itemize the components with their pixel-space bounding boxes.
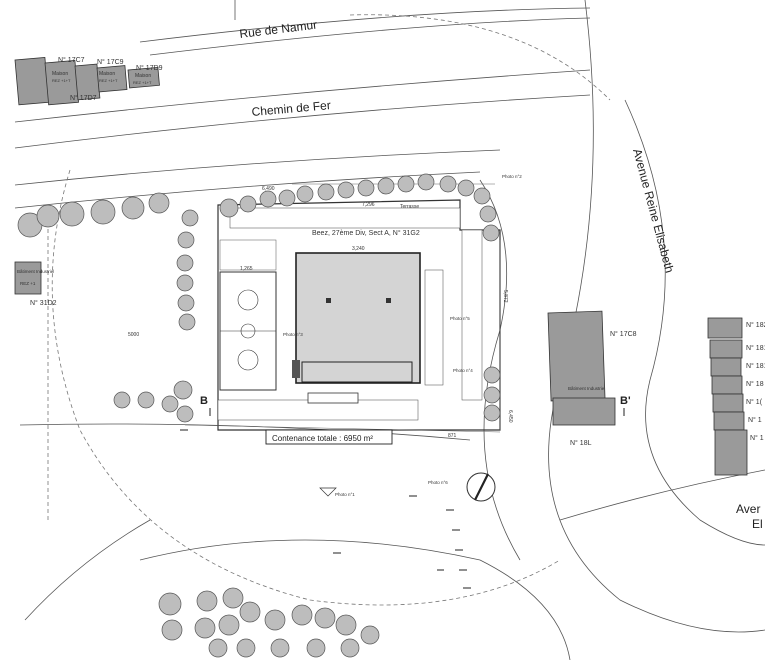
house-label: REZ +1+T bbox=[133, 80, 152, 85]
path-markers bbox=[180, 429, 471, 589]
photo-label: Photo n°5 bbox=[450, 316, 470, 321]
parking-right bbox=[461, 229, 483, 401]
photo-label: Photo n°2 bbox=[502, 174, 522, 179]
road-label-avenue-cut-2: El bbox=[752, 517, 763, 531]
house-label: REZ +1+T bbox=[99, 78, 118, 83]
north-arrow bbox=[466, 472, 496, 502]
industrial-left bbox=[14, 261, 42, 295]
dimension-label: 3,240 bbox=[352, 246, 365, 252]
house-label: Maison bbox=[52, 71, 68, 77]
dimension-label: 871 bbox=[448, 433, 457, 439]
photo-label: Photo n°3 bbox=[283, 332, 303, 337]
road-label-chemin-fer: Chemin de Fer bbox=[251, 98, 331, 119]
site-boundary bbox=[184, 199, 501, 433]
industrial-left-rez: REZ +1 bbox=[20, 281, 36, 286]
parking-mid bbox=[424, 269, 444, 386]
house-label: REZ +1+T bbox=[52, 78, 71, 83]
address-17c7: N° 17C7 bbox=[58, 56, 85, 64]
industrial-right-label: Bâtiment Industriel bbox=[568, 386, 605, 391]
photo-label: Photo n°6 bbox=[428, 480, 448, 485]
dimension-label: 5000 bbox=[128, 332, 139, 338]
address-17c8: N° 17C8 bbox=[610, 330, 637, 338]
address-right: N° 1( bbox=[746, 398, 763, 406]
address-right: N° 18 bbox=[746, 380, 764, 388]
photo-marker bbox=[319, 487, 337, 497]
address-18l: N° 18L bbox=[570, 439, 592, 447]
house-label: Maison bbox=[99, 71, 115, 77]
photo-label: Photo n°4 bbox=[453, 368, 473, 373]
house-label: Maison bbox=[135, 73, 151, 79]
trees bbox=[17, 173, 501, 658]
parking-top bbox=[229, 207, 461, 229]
address-right: N° 1 bbox=[750, 434, 764, 442]
road-label-avenue-reine: Avenue Reine Elisabeth bbox=[630, 147, 677, 274]
dimension-label: 1,265 bbox=[240, 266, 253, 272]
address-right: N° 1 bbox=[748, 416, 762, 424]
dimension-label: 5,872 bbox=[502, 290, 508, 303]
address-17d9: N° 17D9 bbox=[136, 64, 163, 72]
terrace-block bbox=[307, 392, 359, 404]
industrial-right bbox=[547, 310, 616, 426]
address-right: N° 182 bbox=[746, 321, 765, 329]
section-marker-b: B bbox=[200, 395, 208, 407]
sports-hall bbox=[292, 252, 421, 384]
houses-right bbox=[707, 317, 748, 476]
dimension-label: 7,296 bbox=[362, 202, 375, 208]
terrace-label: Terrasse bbox=[400, 204, 419, 210]
address-right: N° 181 bbox=[746, 344, 765, 352]
address-right: N° 181 bbox=[746, 362, 765, 370]
contenance-label: Contenance totale : 6950 m² bbox=[272, 434, 373, 443]
parcel-reference: Beez, 27ème Div, Sect A, N° 31G2 bbox=[312, 229, 420, 237]
road-label-avenue-cut: Aver bbox=[736, 502, 760, 516]
address-17c9: N° 17C9 bbox=[97, 58, 124, 66]
contenance-box bbox=[265, 429, 393, 445]
dimension-label: 6,450 bbox=[507, 410, 513, 423]
road-lines bbox=[14, 0, 765, 660]
section-marker-b-prime: B' bbox=[620, 395, 631, 407]
basketball-court bbox=[219, 239, 277, 391]
address-31d2: N° 31D2 bbox=[30, 299, 57, 307]
industrial-left-label: Bâtiment Industriel bbox=[17, 269, 54, 274]
address-17d7: N° 17D7 bbox=[70, 94, 97, 102]
dimension-label: 6,490 bbox=[262, 186, 275, 192]
houses-top-left: Maison REZ +1+T Maison REZ +1+T Maison R… bbox=[14, 56, 160, 106]
photo-label: Photo n°1 bbox=[335, 492, 355, 497]
